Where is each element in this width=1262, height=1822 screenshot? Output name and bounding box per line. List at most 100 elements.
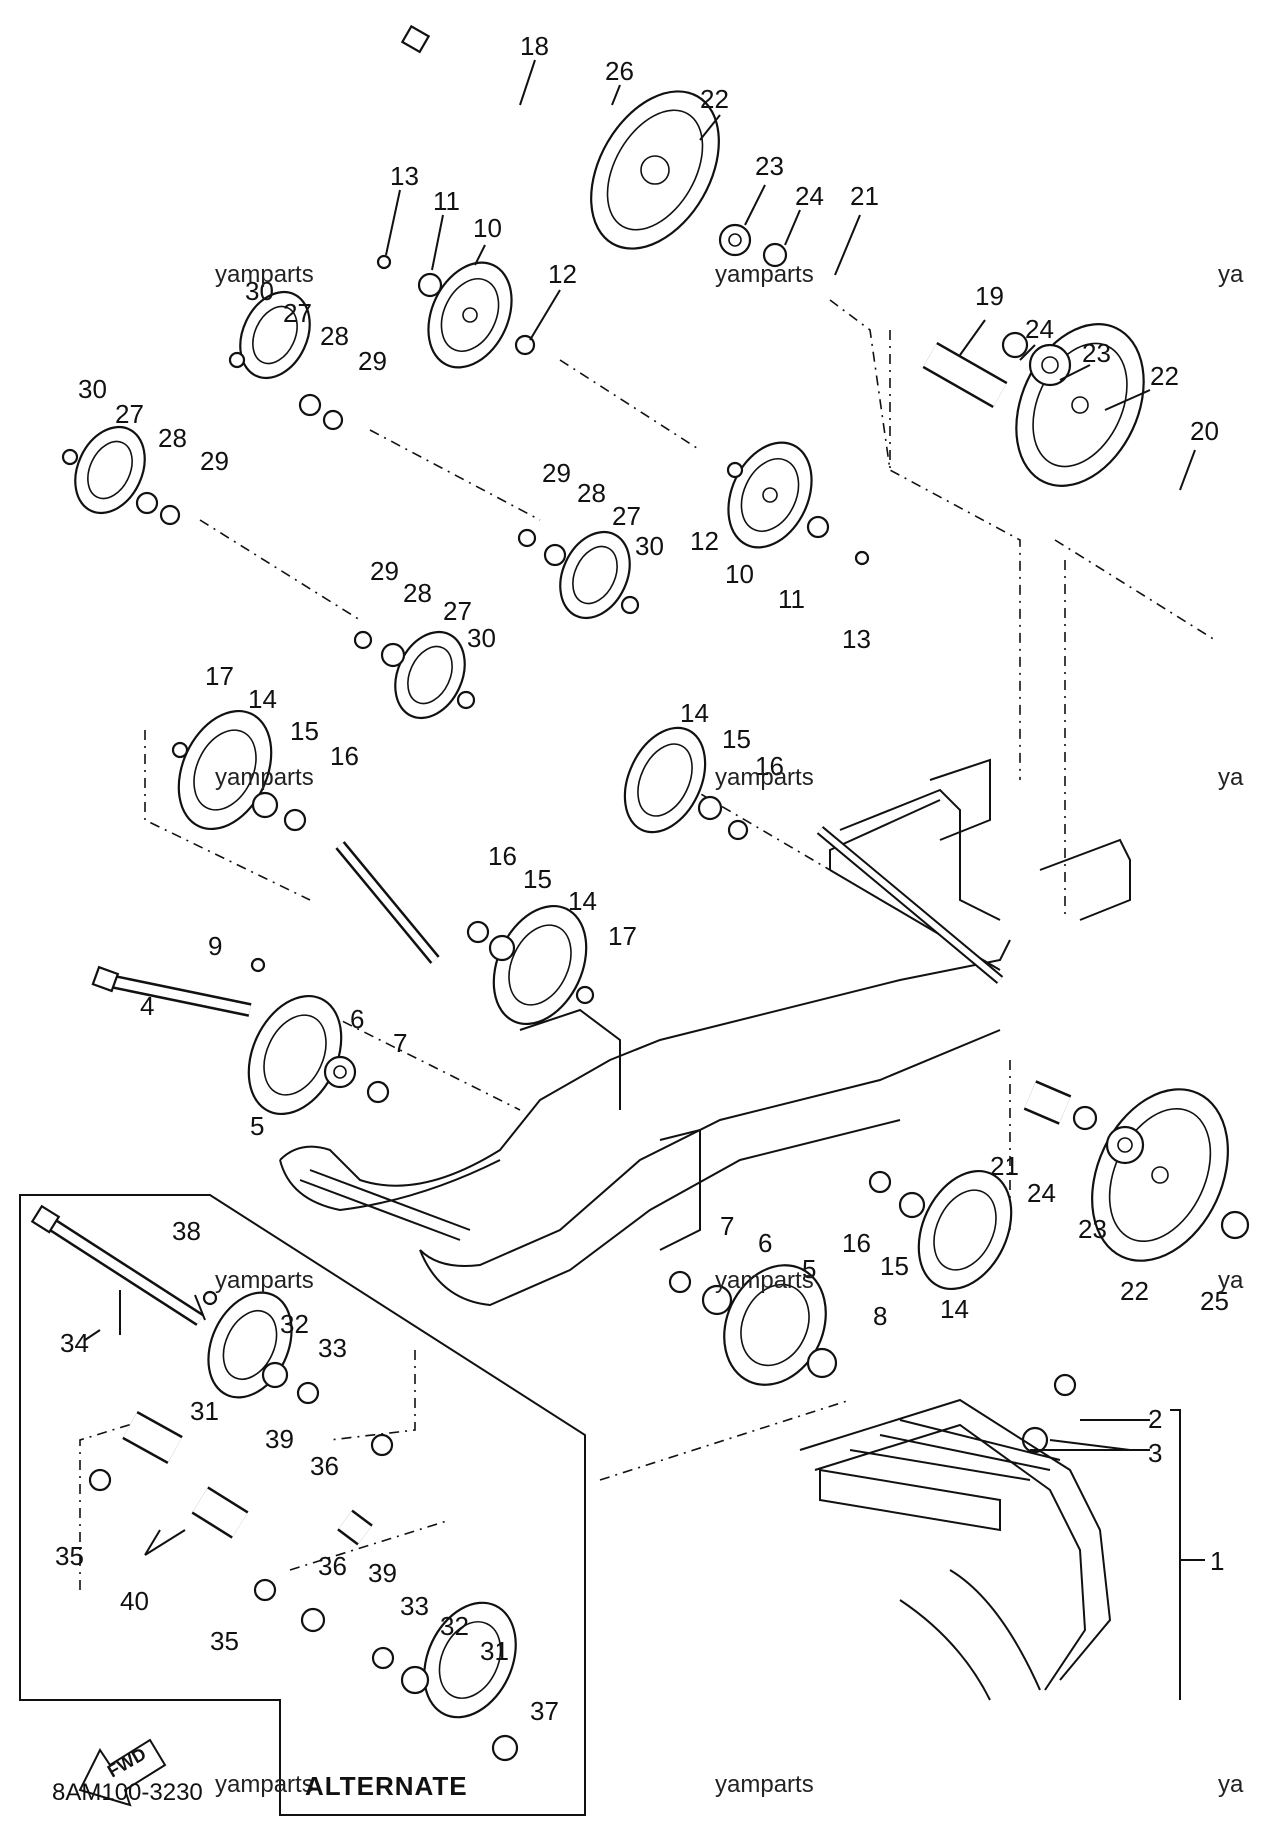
wheel-31-b <box>423 1601 517 1719</box>
part-label-17: 17 <box>205 661 234 691</box>
fwd-label: FWD <box>104 1744 149 1782</box>
part-label-23: 23 <box>1078 1214 1107 1244</box>
part-label-29: 29 <box>200 446 229 476</box>
alternate-inset <box>19 1194 586 1816</box>
part-label-5: 5 <box>250 1111 264 1141</box>
watermark: yamparts <box>715 1267 814 1294</box>
part-label-22: 22 <box>700 84 729 114</box>
part-label-1: 1 <box>1210 1546 1224 1576</box>
watermark-partial: ya <box>1218 764 1244 791</box>
part-label-18: 18 <box>520 31 549 61</box>
part-label-24: 24 <box>795 181 824 211</box>
wheel-27-d <box>394 630 466 720</box>
part-label-5: 5 <box>802 1254 816 1284</box>
part-label-10: 10 <box>725 559 754 589</box>
part-label-31: 31 <box>480 1636 509 1666</box>
wheel-14-a <box>177 709 273 831</box>
part-label-6: 6 <box>350 1004 364 1034</box>
part-label-28: 28 <box>577 478 606 508</box>
part-label-16: 16 <box>330 741 359 771</box>
part-label-12: 12 <box>548 259 577 289</box>
part-label-11: 11 <box>433 186 460 216</box>
part-label-29: 29 <box>370 556 399 586</box>
watermark: yamparts <box>715 764 814 791</box>
part-label-17: 17 <box>608 921 637 951</box>
part-label-2: 2 <box>1148 1404 1162 1434</box>
wheel-5-a <box>247 994 343 1116</box>
part-label-25: 25 <box>1200 1286 1229 1316</box>
part-label-24: 24 <box>1025 314 1054 344</box>
part-label-15: 15 <box>523 864 552 894</box>
part-label-28: 28 <box>403 578 432 608</box>
track-assembly <box>799 1398 1205 1701</box>
part-label-27: 27 <box>612 501 641 531</box>
part-label-11: 11 <box>778 584 805 614</box>
shafts <box>30 24 1072 1546</box>
part-label-24: 24 <box>1027 1178 1056 1208</box>
part-label-7: 7 <box>720 1211 734 1241</box>
watermark-partial: ya <box>1218 261 1244 288</box>
part-label-23: 23 <box>1082 338 1111 368</box>
slide-rail-frame <box>279 758 1131 1307</box>
assembly-guide-lines <box>79 299 1216 1590</box>
leader-lines <box>84 59 1196 1556</box>
watermark: yamparts <box>215 764 314 791</box>
part-label-28: 28 <box>158 423 187 453</box>
part-label-22: 22 <box>1120 1276 1149 1306</box>
part-label-35: 35 <box>210 1626 239 1656</box>
part-label-37: 37 <box>530 1696 559 1726</box>
part-label-12: 12 <box>690 526 719 556</box>
part-label-22: 22 <box>1150 361 1179 391</box>
part-label-4: 4 <box>140 991 154 1021</box>
part-label-16: 16 <box>755 751 784 781</box>
wheel-27-b <box>74 425 146 515</box>
wheel-14-b <box>623 726 707 834</box>
part-label-14: 14 <box>248 684 277 714</box>
part-label-13: 13 <box>842 624 871 654</box>
small-parts <box>61 223 1250 1762</box>
part-label-31: 31 <box>190 1396 219 1426</box>
watermark: yamparts <box>715 261 814 288</box>
part-label-15: 15 <box>722 724 751 754</box>
part-label-27: 27 <box>283 298 312 328</box>
part-label-14: 14 <box>940 1294 969 1324</box>
part-label-23: 23 <box>755 151 784 181</box>
watermarks: yamparts yamparts ya yamparts yamparts y… <box>215 261 1244 1798</box>
part-label-30: 30 <box>245 276 274 306</box>
part-label-8: 8 <box>873 1301 887 1331</box>
watermark: yamparts <box>715 1771 814 1798</box>
part-label-29: 29 <box>542 458 571 488</box>
watermark-partial: ya <box>1218 1771 1244 1798</box>
part-label-13: 13 <box>390 161 419 191</box>
part-label-14: 14 <box>680 698 709 728</box>
part-label-35: 35 <box>55 1541 84 1571</box>
part-label-39: 39 <box>368 1558 397 1588</box>
alternate-label: ALTERNATE <box>305 1771 468 1801</box>
part-label-27: 27 <box>115 399 144 429</box>
part-label-36: 36 <box>310 1451 339 1481</box>
part-label-16: 16 <box>842 1228 871 1258</box>
part-label-15: 15 <box>290 716 319 746</box>
drive-wheel-22-top <box>590 90 720 250</box>
part-label-33: 33 <box>400 1591 429 1621</box>
part-label-16: 16 <box>488 841 517 871</box>
wheel-14-d <box>917 1169 1013 1291</box>
part-label-36: 36 <box>318 1551 347 1581</box>
part-label-32: 32 <box>280 1309 309 1339</box>
part-label-30: 30 <box>467 623 496 653</box>
wheel-5-b <box>723 1264 827 1386</box>
part-label-27: 27 <box>443 596 472 626</box>
part-label-29: 29 <box>358 346 387 376</box>
part-label-10: 10 <box>473 213 502 243</box>
part-label-34: 34 <box>60 1328 89 1358</box>
part-label-30: 30 <box>635 531 664 561</box>
part-label-32: 32 <box>440 1611 469 1641</box>
part-label-21: 21 <box>850 181 879 211</box>
part-label-9: 9 <box>208 931 222 961</box>
drive-wheel-22-lower <box>1091 1088 1229 1262</box>
idler-wheel-10-top <box>427 261 513 369</box>
wheel-27-a <box>239 290 311 380</box>
part-label-20: 20 <box>1190 416 1219 446</box>
part-label-15: 15 <box>880 1251 909 1281</box>
